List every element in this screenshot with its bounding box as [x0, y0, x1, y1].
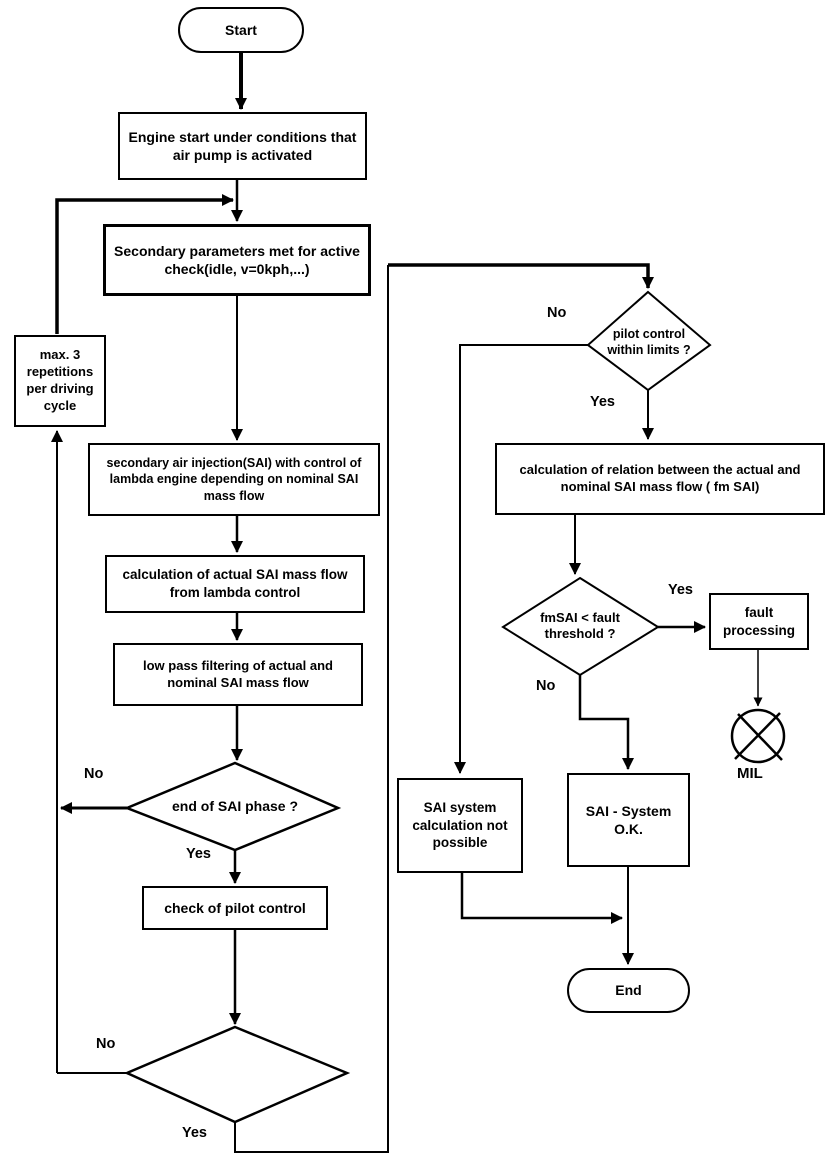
diamond-pilot-within-limits — [586, 290, 712, 392]
node-fault-processing: fault processing — [709, 593, 809, 650]
node-start: Start — [178, 7, 304, 53]
node-max-repetitions: max. 3 repetitions per driving cycle — [14, 335, 106, 427]
label-fmsai-no: No — [536, 678, 556, 694]
edge-notpossible-merge — [460, 873, 623, 924]
node-calc-actual-label: calculation of actual SAI mass flow from… — [122, 567, 348, 600]
node-check-pilot-label: check of pilot control — [164, 899, 306, 916]
diamond-group — [123, 290, 712, 1124]
label-end-sai-no: No — [84, 766, 104, 782]
node-fault-processing-label: fault processing — [722, 604, 796, 638]
node-max-repetitions-label: max. 3 repetitions per driving cycle — [26, 347, 94, 413]
node-sai-ok: SAI - System O.K. — [567, 773, 690, 867]
node-sai-calc-not-possible-label: SAI system calculation not possible — [412, 800, 508, 851]
label-bottom-yes: Yes — [182, 1125, 207, 1141]
node-secondary-params-label: Secondary parameters met for active chec… — [114, 242, 360, 277]
node-calc-relation-label: calculation of relation between the actu… — [519, 462, 801, 494]
label-pilot-yes: Yes — [590, 394, 615, 410]
node-check-pilot: check of pilot control — [142, 886, 328, 930]
diamond-fmsai-threshold-label: fmSAI < fault threshold ? — [540, 609, 620, 641]
node-engine-start: Engine start under conditions that air p… — [118, 112, 367, 180]
label-end-sai-yes: Yes — [186, 846, 211, 862]
edge-bottom-yes-riser — [234, 265, 389, 1153]
node-secondary-params: Secondary parameters met for active chec… — [103, 224, 371, 296]
node-start-label: Start — [225, 21, 257, 38]
edge-retry-loop — [55, 194, 234, 334]
node-sai-injection-label: secondary air injection(SAI) with contro… — [106, 456, 362, 503]
node-sai-injection: secondary air injection(SAI) with contro… — [88, 443, 380, 516]
node-sai-calc-not-possible: SAI system calculation not possible — [397, 778, 523, 873]
diamond-end-sai-phase-label: end of SAI phase ? — [171, 798, 298, 815]
node-end: End — [567, 968, 690, 1013]
label-bottom-no: No — [96, 1036, 116, 1052]
node-calc-relation: calculation of relation between the actu… — [495, 443, 825, 515]
edge-pilot-no — [454, 344, 588, 774]
label-fmsai-yes: Yes — [668, 582, 693, 598]
node-low-pass: low pass filtering of actual and nominal… — [113, 643, 363, 706]
mil-indicator-icon — [730, 708, 786, 764]
diamond-bottom-decision — [123, 1025, 351, 1124]
edge-to-pilot-diamond — [388, 263, 654, 289]
node-calc-actual: calculation of actual SAI mass flow from… — [105, 555, 365, 613]
diamond-end-sai-phase — [123, 761, 342, 852]
diamond-fmsai-threshold — [501, 576, 660, 677]
diamond-pilot-within-limits-label: pilot control within limits ? — [607, 327, 691, 357]
node-engine-start-label: Engine start under conditions that air p… — [128, 128, 357, 163]
edge-group — [51, 53, 763, 1153]
mil-label: MIL — [737, 765, 763, 782]
label-pilot-no: No — [547, 305, 567, 321]
node-sai-ok-label: SAI - System O.K. — [585, 802, 672, 837]
node-end-label: End — [615, 982, 642, 999]
edge-fmsai-no — [578, 675, 634, 770]
node-low-pass-label: low pass filtering of actual and nominal… — [143, 657, 333, 690]
